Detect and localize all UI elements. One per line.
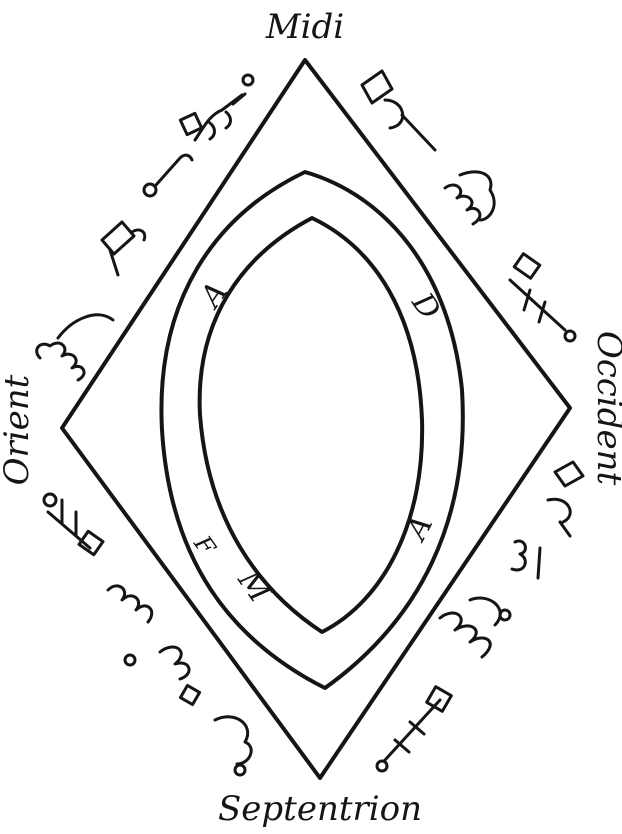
sigil-glyph-right-lower	[548, 462, 583, 536]
sigil-glyph-left-curls	[108, 586, 152, 665]
sigil-glyph-left-key	[102, 222, 145, 275]
direction-label-east: Occident	[589, 331, 622, 486]
direction-label-south: Septentrion	[218, 789, 422, 829]
letter-bottom-left-m: M	[230, 563, 278, 610]
sigil-glyph-left-upper	[144, 155, 192, 196]
sigil-glyph-right-coil	[440, 598, 510, 657]
letter-top-left: A	[192, 276, 235, 316]
outer-vesica	[161, 172, 462, 688]
outer-rhombus	[62, 60, 570, 778]
sigil-glyph-right-upper	[510, 254, 575, 341]
inner-vesica	[200, 218, 423, 632]
sigil-glyph-right-loops	[445, 172, 494, 224]
sigil-glyph-right-curls	[512, 541, 540, 578]
sigil-glyph-top-left	[180, 75, 253, 140]
letter-top-right: D	[404, 286, 447, 327]
letter-bottom-right: A	[398, 510, 440, 548]
sigil-glyph-right-top	[362, 71, 435, 150]
direction-label-west: Orient	[0, 374, 37, 485]
direction-label-north: Midi	[265, 7, 344, 47]
sigil-glyph-left-lower	[44, 494, 103, 555]
sigil-glyph-right-bottom	[377, 687, 451, 771]
